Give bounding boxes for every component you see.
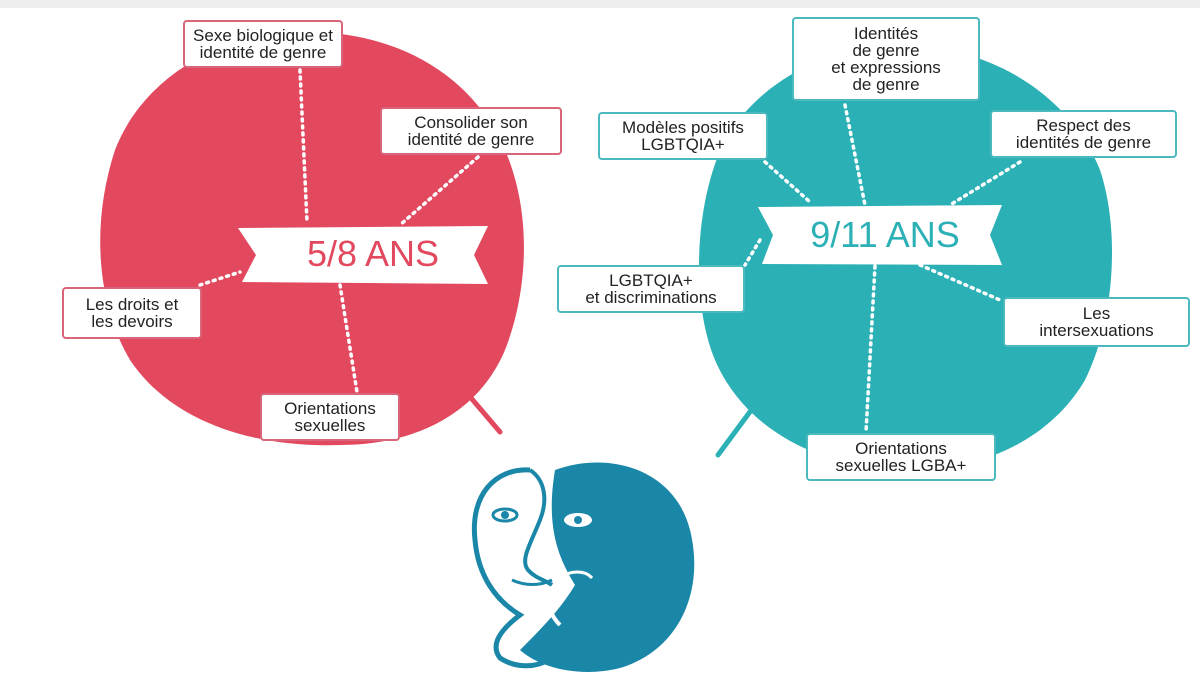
teal-stem [715,402,758,458]
topic-intersexuations: Les intersexuations [1003,297,1190,347]
topic-lgbtqia-discriminations: LGBTQIA+ et discriminations [557,265,745,313]
red-ribbon-shape [238,226,488,284]
connectors [198,68,1022,434]
age-label-5-8: 5/8 ANS [306,233,440,274]
topic-orientations-sexuelles: Orientations sexuelles [260,393,400,441]
age-label-9-11: 9/11 ANS [810,214,960,255]
topic-consolider-identite: Consolider son identité de genre [380,107,562,155]
teal-ribbon-shape [758,205,1002,265]
faces-illustration [471,462,695,672]
red-stem [457,382,503,435]
topic-orientations-lgba: Orientations sexuelles LGBA+ [806,433,996,481]
topic-modeles-positifs: Modèles positifs LGBTQIA+ [598,112,768,160]
topic-droits-devoirs: Les droits et les devoirs [62,287,202,339]
topic-identites-expressions: Identités de genre et expressions de gen… [792,17,980,101]
topic-respect-identites: Respect des identités de genre [990,110,1177,158]
topic-sexe-biologique: Sexe biologique et identité de genre [183,20,343,68]
top-strip [0,0,1200,8]
